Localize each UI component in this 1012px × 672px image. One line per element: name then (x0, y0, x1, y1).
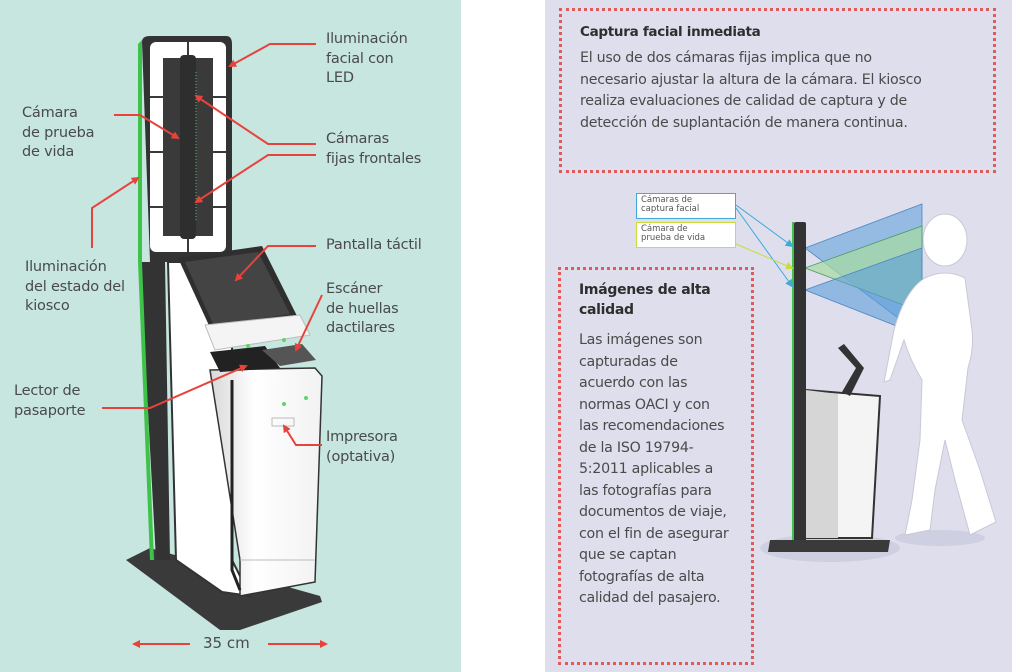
tag-line: captura facial (641, 204, 700, 214)
label-line: Iluminación (25, 259, 107, 275)
high-quality-line: Las imágenes son (579, 332, 703, 348)
fingerprint-scanner (262, 344, 316, 366)
arrow-led-lighting (228, 43, 316, 67)
high-quality-line: acuerdo con las (579, 375, 688, 391)
arrow-fingerprint (294, 294, 323, 352)
facial-tag-arrow-1 (735, 204, 794, 248)
label-line: facial con (326, 50, 394, 67)
label-line: Impresora (326, 429, 398, 445)
label-line: Escáner (326, 281, 383, 297)
label-line: de vida (22, 144, 75, 160)
arrow-touchscreen (234, 245, 316, 282)
label-line: del estado del (25, 278, 125, 295)
facial-tag-arrow-2 (735, 207, 794, 288)
label-liveness-camera: Cámara de prueba de vida (22, 104, 95, 163)
high-quality-line: fotografías de alta (579, 568, 705, 585)
high-quality-line: capturadas de (579, 353, 678, 370)
immediate-capture-line: necesario ajustar la altura de la cámara… (580, 71, 922, 88)
high-quality-line: las fotografías para (579, 482, 712, 499)
immediate-capture-line: El uso de dos cámaras fijas implica que … (580, 50, 872, 66)
arrow-printer (282, 424, 322, 446)
width-dimension-label: 35 cm (203, 634, 250, 652)
high-quality-line: 5:2011 aplicables a (579, 461, 714, 477)
label-line: fijas frontales (326, 150, 422, 167)
label-line: de huellas (326, 300, 399, 317)
immediate-capture-line: detección de suplantación de manera cont… (580, 114, 908, 131)
label-line: pasaporte (14, 402, 86, 419)
label-touchscreen: Pantalla táctil (326, 236, 422, 256)
label-line: LED (326, 70, 354, 86)
passport-reader (210, 346, 280, 372)
tag-line: prueba de vida (641, 233, 706, 243)
label-status-lighting: Iluminación del estado del kiosco (25, 258, 125, 317)
high-quality-line: documentos de viaje, (579, 504, 727, 520)
tag-line: Cámaras de (641, 195, 693, 205)
facial-camera-tag: Cámaras de captura facial (636, 193, 736, 219)
label-line: (optativa) (326, 448, 396, 465)
status-led-strip (138, 40, 142, 262)
arrow-liveness-camera (114, 114, 180, 140)
label-line: Cámaras (326, 131, 390, 147)
arrow-front-camera-bottom (194, 154, 316, 204)
label-printer: Impresora (optativa) (326, 428, 398, 467)
high-quality-title: Imágenes de alta (579, 282, 711, 298)
label-line: Lector de (14, 383, 81, 399)
label-line: Iluminación (326, 31, 408, 47)
label-line: Pantalla táctil (326, 237, 422, 253)
arrow-passport (102, 364, 248, 409)
high-quality-line: normas OACI y con (579, 396, 710, 413)
high-quality-line: las recomendaciones (579, 418, 725, 434)
arrow-front-camera-top (194, 94, 316, 145)
immediate-capture-line: realiza evaluaciones de calidad de captu… (580, 93, 908, 109)
high-quality-line: calidad del pasajero. (579, 590, 721, 606)
label-led-lighting: Iluminación facial con LED (326, 30, 408, 89)
label-line: dactilares (326, 320, 395, 336)
kiosk-side-base (768, 540, 890, 552)
label-line: Cámara (22, 105, 78, 121)
high-quality-line: con el fin de asegurar (579, 525, 729, 542)
immediate-capture-box: Captura facial inmediata El uso de dos c… (559, 8, 996, 173)
kiosk-side-tower (794, 222, 806, 552)
tag-line: Cámara de (641, 224, 688, 234)
high-quality-box: Imágenes de alta calidad Las imágenes so… (558, 267, 754, 665)
label-passport-reader: Lector de pasaporte (14, 382, 86, 421)
high-quality-line: que se captan (579, 547, 677, 563)
kiosk-side-screen (838, 344, 864, 396)
label-front-cameras: Cámaras fijas frontales (326, 130, 421, 169)
passenger-figure (883, 213, 997, 536)
liveness-tag-arrow (735, 243, 794, 270)
high-quality-title: calidad (579, 302, 634, 318)
immediate-capture-title: Captura facial inmediata (580, 24, 761, 40)
arrow-status-lighting (91, 176, 140, 248)
label-fingerprint-scanner: Escáner de huellas dactilares (326, 280, 399, 339)
callout-arrows (91, 43, 328, 648)
label-line: de prueba (22, 124, 95, 141)
high-quality-line: de la ISO 19794- (579, 439, 694, 456)
liveness-camera-tag: Cámara de prueba de vida (636, 222, 736, 248)
label-line: kiosco (25, 298, 70, 314)
